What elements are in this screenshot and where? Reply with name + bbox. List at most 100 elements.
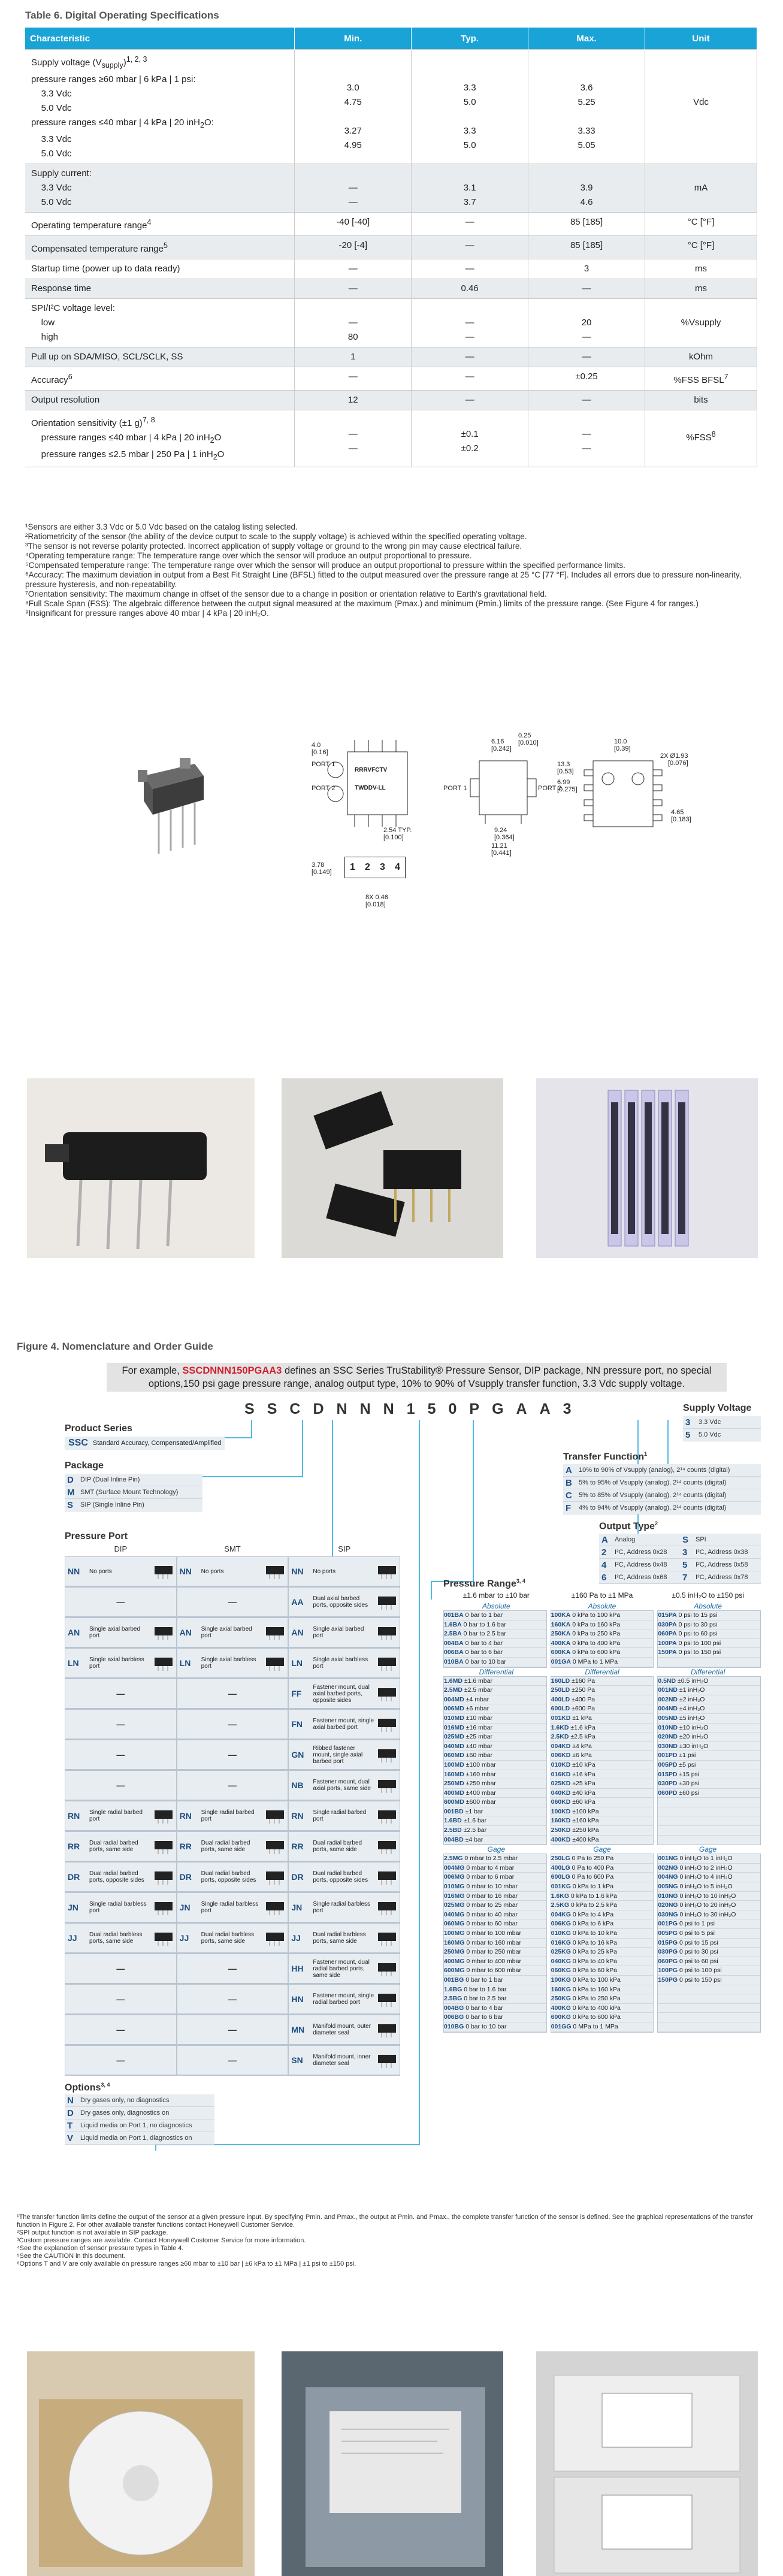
sensor-port-icon <box>153 1561 174 1582</box>
port-code: HN <box>291 1994 304 2004</box>
range-desc: 0 mbar to 2.5 mbar <box>462 1855 518 1863</box>
range-item: 040KG 0 kPa to 40 kPa <box>551 1957 654 1967</box>
range-item: 160KA 0 kPa to 160 kPa <box>551 1620 654 1630</box>
range-item: 250KD ±250 kPa <box>551 1826 654 1836</box>
range-code: 010MD <box>444 1714 464 1722</box>
range-desc: ±160 kPa <box>570 1817 599 1825</box>
range-desc: ±1.6 bar <box>461 1817 487 1825</box>
range-code: 0.5ND <box>658 1677 676 1685</box>
sensor-port-icon <box>377 1867 397 1888</box>
range-desc: 0 psi to 1 psi <box>678 1920 715 1928</box>
spec-max: — <box>528 347 646 367</box>
port-col-header: DIP <box>114 1544 128 1553</box>
range-item: 004KG 0 kPa to 4 kPa <box>551 1910 654 1920</box>
range-desc: 0 psi to 100 psi <box>678 1967 722 1975</box>
range-code: 060KG <box>551 1967 571 1975</box>
range-item: 006KG 0 kPa to 6 kPa <box>551 1919 654 1929</box>
footnote: ⁸Full Scale Span (FSS): The algebraic di… <box>25 599 699 608</box>
port-code: — <box>116 1597 125 1607</box>
port-desc: Dual radial barbless ports, same side <box>313 1931 366 1945</box>
range-code: 150PA <box>658 1649 677 1656</box>
range-desc: ±25 mbar <box>464 1733 493 1741</box>
range-code: 004ND <box>658 1705 678 1713</box>
range-desc: 0 mbar to 25 mbar <box>464 1901 518 1909</box>
footnote: ¹Sensors are either 3.3 Vdc or 5.0 Vdc b… <box>25 522 298 531</box>
product-series-row: SSC Standard Accuracy, Compensated/Ampli… <box>65 1437 225 1450</box>
range-desc: ±60 psi <box>677 1789 700 1797</box>
range-desc: ±4 bar <box>463 1836 483 1843</box>
output-item-code: S <box>682 1534 689 1545</box>
range-item: 2.5BA 0 bar to 2.5 bar <box>444 1629 546 1639</box>
range-desc: ±10 kPa <box>570 1761 595 1768</box>
transfer-item-code: B <box>566 1477 572 1488</box>
range-item: 004ND ±4 inH₂O <box>658 1704 760 1714</box>
spec-typ: — <box>411 390 529 410</box>
range-item: 001ND ±1 inH₂O <box>658 1686 760 1695</box>
port-cell: — <box>176 2015 289 2045</box>
range-desc: 0 psi to 100 psi <box>676 1639 721 1647</box>
range-code: 001GG <box>551 2022 572 2030</box>
range-desc: ±600 Pa <box>570 1705 595 1713</box>
spec-unit: kOhm <box>645 347 757 367</box>
spec-characteristic: Compensated temperature range5 <box>25 235 295 259</box>
table-title: Table 6. Digital Operating Specification… <box>25 10 219 21</box>
range-code: 600KA <box>551 1649 571 1656</box>
range-desc: 0 Pa to 600 Pa <box>570 1873 614 1881</box>
port-code: — <box>228 1597 237 1607</box>
sensor-port-icon <box>377 1806 397 1827</box>
spec-row: SPI/I²C voltage level: low high—80——20—%… <box>25 298 757 347</box>
footnote: ⁵Compensated temperature range: The temp… <box>25 561 625 570</box>
photo-sensors-scattered <box>282 1078 503 1258</box>
port-code: JJ <box>179 1933 189 1943</box>
range-desc: 0 bar to 4 bar <box>464 2004 503 2012</box>
sensor-port-icon <box>377 1836 397 1857</box>
spec-min: —— <box>294 410 412 467</box>
port-code: — <box>228 1750 237 1759</box>
spec-typ: ±0.1±0.2 <box>411 410 529 467</box>
photo-bag-box <box>282 2351 503 2576</box>
range-code: 250MD <box>444 1780 464 1788</box>
port-code: RN <box>68 1811 80 1821</box>
range-code: 030NG <box>658 1910 678 1918</box>
range-code: 006MG <box>444 1873 465 1881</box>
range-item: 100MG 0 mbar to 100 mbar <box>444 1929 546 1939</box>
range-desc: 0 mbar to 6 mbar <box>464 1873 515 1881</box>
range-code: 020ND <box>658 1733 678 1741</box>
spec-min: —80 <box>294 298 412 347</box>
range-code: 2.5KG <box>551 1901 570 1909</box>
range-desc: 0 psi to 60 psi <box>676 1630 718 1638</box>
photo-sensors-side <box>27 1078 255 1258</box>
pressure-range-label: Pressure Range3, 4 <box>443 1578 525 1589</box>
range-code: 004BD <box>444 1836 464 1843</box>
sensor-port-icon <box>265 1867 285 1888</box>
range-item: 060PD ±60 psi <box>658 1789 760 1798</box>
output-item-desc: I²C, Address 0x78 <box>696 1574 748 1581</box>
range-item: 005PD ±5 psi <box>658 1761 760 1770</box>
port-desc: Dual radial barbed ports, opposite sides <box>201 1870 256 1883</box>
spec-typ: — <box>411 235 529 259</box>
port-code: — <box>116 1750 125 1759</box>
range-code: 010NG <box>658 1892 678 1900</box>
output-item-desc: SPI <box>696 1536 706 1543</box>
range-item: 100KD ±100 kPa <box>551 1807 654 1817</box>
range-desc: 0 mbar to 40 mbar <box>464 1910 518 1918</box>
range-item: 040MD ±40 mbar <box>444 1742 546 1752</box>
range-item: 250MD ±250 mbar <box>444 1779 546 1789</box>
range-item: 250KA 0 kPa to 250 kPa <box>551 1629 654 1639</box>
range-code: 2.5MG <box>444 1855 463 1863</box>
range-col-header: ±0.5 inH₂O to ±150 psi <box>672 1591 744 1600</box>
port-desc: Single radial barbless port <box>89 1901 147 1914</box>
